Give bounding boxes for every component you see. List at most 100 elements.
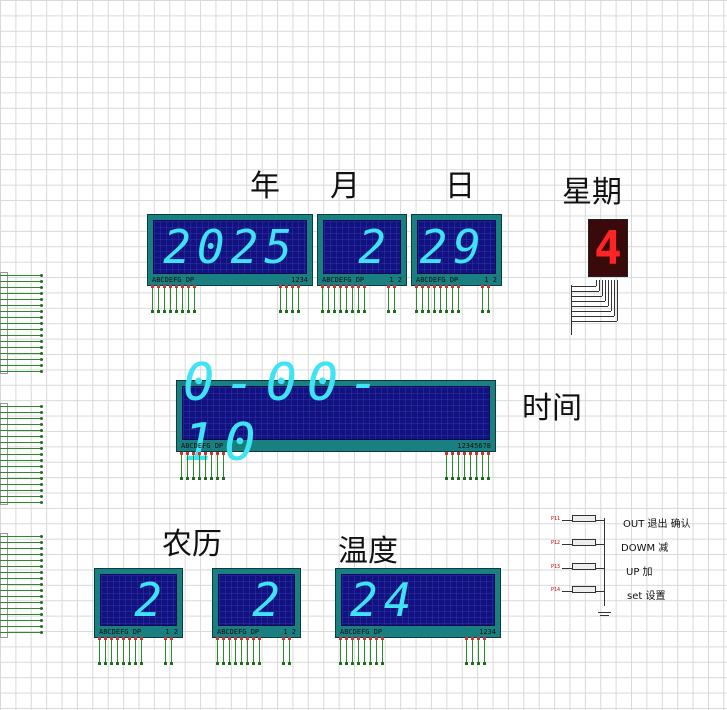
pin-stub (151, 285, 154, 313)
connector-pin (0, 607, 43, 610)
lcd-day-pins (415, 285, 500, 314)
seg-wire (571, 321, 617, 322)
pin-stub (487, 452, 490, 480)
lcd-lunar-day-seg-label: ABCDEFG DP (217, 628, 260, 636)
lcd-year[interactable]: 2025 ABCDEFG DP 1234 (147, 214, 313, 286)
label-day: 日 (445, 169, 475, 204)
pin-stub (222, 452, 225, 480)
pin-stub (471, 637, 474, 665)
connector-pin (0, 613, 43, 616)
pin-stub (463, 452, 466, 480)
pin-stub (282, 637, 285, 665)
pin-stub (481, 452, 484, 480)
connector-pin (0, 501, 43, 504)
connector-pin (0, 553, 43, 556)
lcd-year-common-label: 1234 (291, 276, 308, 284)
pin-stub (187, 285, 190, 313)
pin-stub (170, 637, 173, 665)
connector-pin (0, 423, 43, 426)
lcd-lunar-month[interactable]: 2 ABCDEFG DP 1 2 (94, 568, 183, 638)
connector-pin (0, 577, 43, 580)
pin-stub (175, 285, 178, 313)
label-time: 时间 (522, 391, 582, 426)
connector-pin (0, 328, 43, 331)
seg-wire (602, 280, 603, 296)
connector-pin (0, 352, 43, 355)
connector-pin (0, 411, 43, 414)
pin-stub (180, 452, 183, 480)
connector-pin (0, 322, 43, 325)
connector-pin (0, 595, 43, 598)
lcd-month-digits: 2 (323, 220, 401, 274)
seg-wire (571, 301, 605, 302)
lcd-time-pins-left (180, 452, 231, 481)
lcd-year-seg-label: ABCDEFG DP (152, 276, 195, 284)
lcd-lunar-day-pins (216, 637, 301, 666)
connector-pin (0, 274, 43, 277)
pin-stub (210, 452, 213, 480)
seg-wire (605, 280, 606, 301)
lcd-temperature-digits: 24 (341, 573, 495, 627)
pin-stub (369, 637, 372, 665)
pin-stub (445, 452, 448, 480)
connector-pin (0, 459, 43, 462)
lcd-month[interactable]: 2 ABCDEFG DP 1 2 (317, 214, 407, 286)
lcd-lunar-day-digits: 2 (218, 573, 295, 627)
pin-stub (285, 285, 288, 313)
lcd-lunar-day[interactable]: 2 ABCDEFG DP 1 2 (212, 568, 301, 638)
left-connector-group-3 (0, 533, 44, 638)
lcd-temperature-common-label: 1234 (479, 628, 496, 636)
seg-wire (571, 316, 614, 317)
pin-stub (469, 452, 472, 480)
button-up-label: UP 加 (626, 567, 653, 578)
connector-pin (0, 405, 43, 408)
pin-stub (327, 285, 330, 313)
connector-pin (0, 495, 43, 498)
lcd-lunar-month-seg-label: ABCDEFG DP (99, 628, 142, 636)
seg-wire (617, 280, 618, 321)
lcd-temperature[interactable]: 24 ABCDEFG DP 1234 (335, 568, 501, 638)
button-up-tag: P13 (551, 564, 561, 570)
connector-pin (0, 619, 43, 622)
lcd-year-digits: 2025 (153, 220, 307, 274)
pin-stub (339, 637, 342, 665)
pin-stub (252, 637, 255, 665)
pin-stub (104, 637, 107, 665)
lcd-lunar-month-common-label: 1 2 (165, 628, 178, 636)
connector-pin (0, 334, 43, 337)
connector-pin (0, 547, 43, 550)
seven-segment-weekday[interactable]: 4 (588, 219, 628, 277)
pin-stub (483, 637, 486, 665)
lcd-lunar-month-digits: 2 (100, 573, 177, 627)
lcd-time[interactable]: 0-00- 10 ABCDEFG DP 12345678 (176, 353, 496, 473)
connector-pin (0, 346, 43, 349)
pin-stub (216, 637, 219, 665)
lcd-time-seg-label: ABCDEFG DP (181, 442, 224, 450)
seg-wire (571, 306, 608, 307)
pin-stub (258, 637, 261, 665)
connector-pin (0, 310, 43, 313)
connector-pin (0, 483, 43, 486)
pin-stub (477, 637, 480, 665)
pin-stub (487, 285, 490, 313)
pin-stub (375, 637, 378, 665)
connector-pin (0, 541, 43, 544)
seg-wire (571, 311, 611, 312)
pin-stub (164, 637, 167, 665)
lcd-month-common-label: 1 2 (389, 276, 402, 284)
pin-stub (439, 285, 442, 313)
connector-pin (0, 571, 43, 574)
pin-stub (192, 452, 195, 480)
connector-pin (0, 417, 43, 420)
pin-stub (198, 452, 201, 480)
pin-stub (421, 285, 424, 313)
connector-pin (0, 477, 43, 480)
pin-stub (116, 637, 119, 665)
pin-stub (481, 285, 484, 313)
connector-pin (0, 280, 43, 283)
seg-wire (596, 280, 597, 286)
lcd-day[interactable]: 29 ABCDEFG DP 1 2 (411, 214, 502, 286)
seven-segment-weekday-pins (571, 280, 630, 330)
pin-stub (457, 452, 460, 480)
pin-stub (339, 285, 342, 313)
